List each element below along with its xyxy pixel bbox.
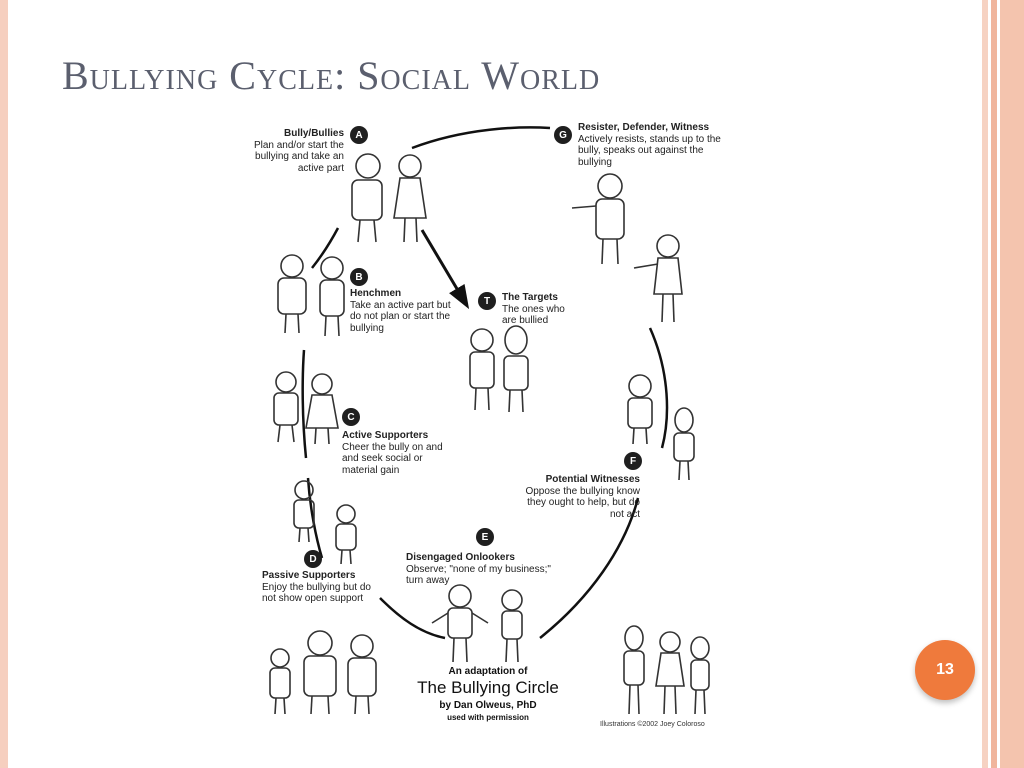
- role-heading: Disengaged Onlookers: [406, 552, 515, 563]
- role-heading: Resister, Defender, Witness: [578, 122, 710, 133]
- role-badge-f: F: [624, 452, 642, 470]
- figures-henchmen: [277, 254, 345, 337]
- role-label-d: Passive Supporters Enjoy the bullying bu…: [262, 570, 384, 605]
- illustration-credit: Illustrations ©2002 Joey Coloroso: [600, 721, 705, 728]
- figures-bully-group-bottom: [269, 630, 377, 715]
- caption-author: by Dan Olweus, PhD: [439, 700, 537, 711]
- caption-prefix: An adaptation of: [448, 666, 528, 677]
- role-heading: Potential Witnesses: [545, 474, 640, 485]
- figures-bully: [351, 153, 427, 243]
- circle-arc-bottom-right: [539, 497, 640, 639]
- role-badge-d: D: [304, 550, 322, 568]
- role-body: Enjoy the bullying but do not show open …: [262, 581, 371, 605]
- figures-defenders: [571, 173, 683, 323]
- decor-stripe-4: [1000, 0, 1024, 768]
- figures-active-supporters: [273, 371, 339, 445]
- role-label-t: The Targets The ones who are bullied: [502, 292, 582, 327]
- cycle-lines: [269, 126, 710, 715]
- figures-passive-supporters: [293, 480, 357, 565]
- slide-title: Bullying Cycle: Social World: [62, 53, 601, 98]
- role-heading: Bully/Bullies: [283, 128, 344, 139]
- role-label-e: Disengaged Onlookers Observe; "none of m…: [406, 552, 566, 587]
- role-body: Plan and/or start the bullying and take …: [253, 139, 344, 174]
- circle-arc-bottom-left: [379, 597, 446, 640]
- page-number-badge: 13: [915, 640, 975, 700]
- figures-potential-witnesses: [627, 374, 695, 481]
- role-body: Observe; "none of my business;" turn awa…: [406, 563, 551, 587]
- circle-arc-left-top: [311, 227, 340, 269]
- caption-title: The Bullying Circle: [417, 678, 559, 697]
- role-heading: Active Supporters: [342, 430, 429, 441]
- caption-permission: used with permission: [447, 713, 529, 722]
- role-heading: Passive Supporters: [262, 570, 356, 581]
- bullying-circle-caption: An adaptation of The Bullying Circle by …: [400, 666, 576, 722]
- role-label-a: Bully/Bullies Plan and/or start the bull…: [250, 128, 344, 174]
- target-arrow: [420, 229, 470, 310]
- role-label-g: Resister, Defender, Witness Actively res…: [578, 122, 724, 168]
- role-badge-a: A: [350, 126, 368, 144]
- circle-arc-left: [301, 349, 308, 459]
- role-badge-e: E: [476, 528, 494, 546]
- role-body: The ones who are bullied: [502, 303, 565, 327]
- figures-bottom-right-group: [623, 625, 710, 715]
- decor-stripe-1: [0, 0, 8, 768]
- role-body: Take an active part but do not plan or s…: [350, 299, 451, 334]
- role-heading: Henchmen: [350, 288, 402, 299]
- role-label-f: Potential Witnesses Oppose the bullying …: [512, 474, 640, 520]
- circle-arc-right: [648, 327, 669, 449]
- figures-targets: [469, 325, 529, 413]
- role-badge-b: B: [350, 268, 368, 286]
- role-body: Actively resists, stands up to the bully…: [578, 133, 721, 168]
- role-body: Cheer the bully on and and seek social o…: [342, 441, 443, 476]
- role-heading: The Targets: [502, 292, 558, 303]
- bullying-circle-diagram: Bully/Bullies Plan and/or start the bull…: [250, 118, 730, 740]
- role-badge-t: T: [478, 292, 496, 310]
- decor-stripe-3: [991, 0, 997, 768]
- role-badge-g: G: [554, 126, 572, 144]
- role-badge-c: C: [342, 408, 360, 426]
- circle-arc-top: [411, 126, 551, 150]
- role-label-b: Henchmen Take an active part but do not …: [350, 288, 460, 334]
- role-label-c: Active Supporters Cheer the bully on and…: [342, 430, 458, 476]
- decor-stripe-2: [982, 0, 988, 768]
- figures-onlookers: [431, 584, 523, 663]
- circle-arc-left-low: [306, 477, 324, 559]
- role-body: Oppose the bullying know they ought to h…: [525, 485, 640, 520]
